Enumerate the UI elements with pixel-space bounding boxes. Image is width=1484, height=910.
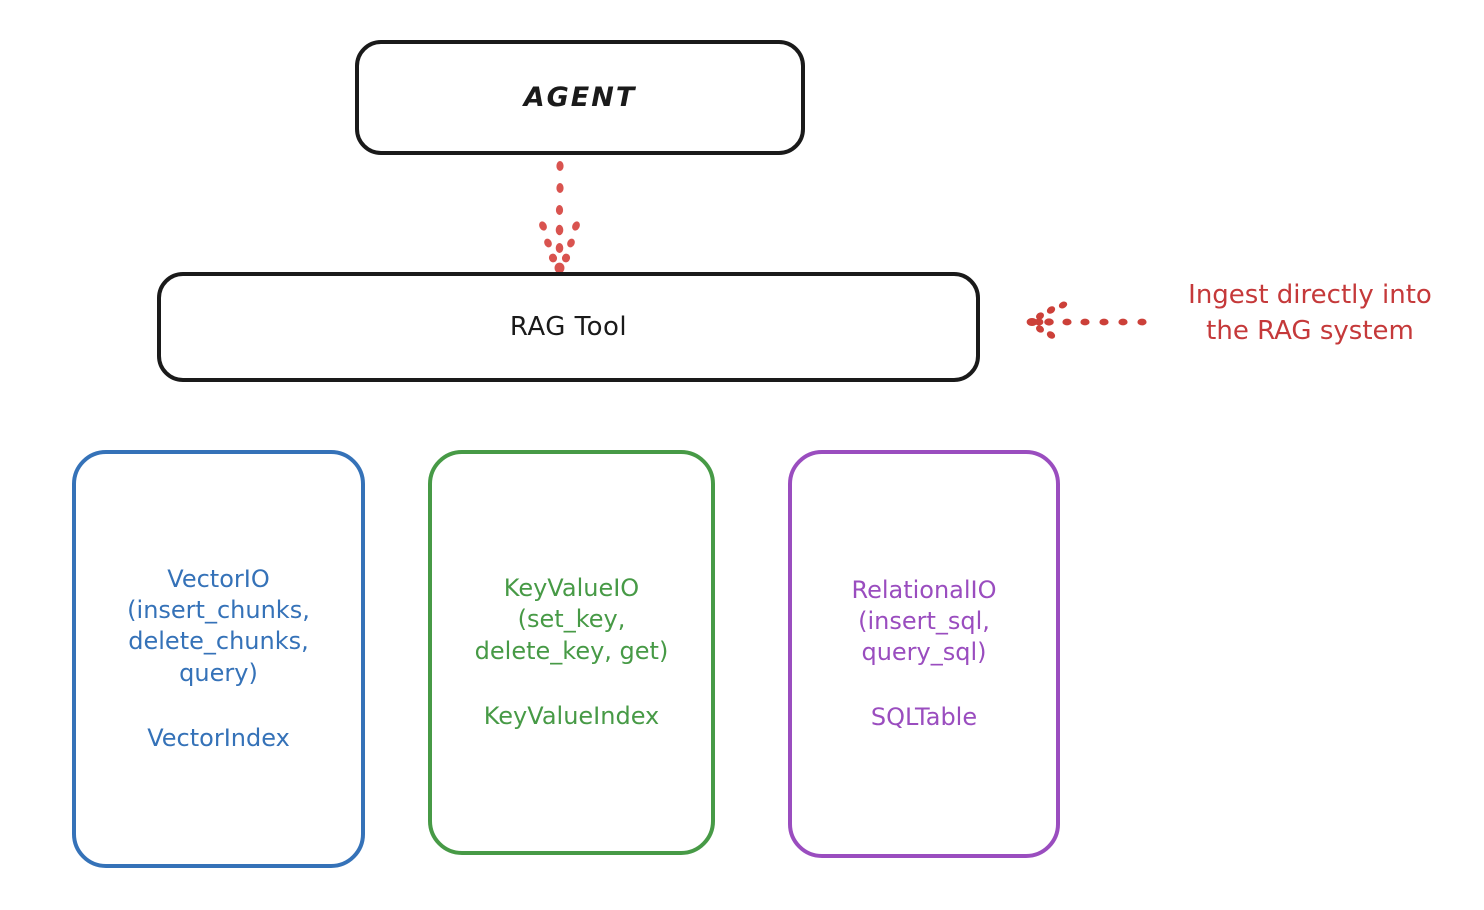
node-vector-io-label: VectorIO (insert_chunks, delete_chunks, … xyxy=(127,565,310,687)
node-rag-tool-label: RAG Tool xyxy=(509,312,628,342)
node-agent-label: AGENT xyxy=(523,82,637,113)
node-sql-table-label: SQLTable xyxy=(870,703,978,732)
node-agent[interactable]: AGENT xyxy=(355,40,805,155)
annotation-ingest-note: Ingest directly into the RAG system xyxy=(1188,280,1432,346)
dotted-arrow-left-icon xyxy=(1026,301,1147,339)
node-vector-io[interactable]: VectorIO (insert_chunks, delete_chunks, … xyxy=(72,450,365,868)
node-key-value-io-label: KeyValueIO (set_key, delete_key, get) xyxy=(474,574,669,665)
node-relational-io[interactable]: RelationalIO (insert_sql, query_sql) SQL… xyxy=(788,450,1060,858)
node-rag-tool[interactable]: RAG Tool xyxy=(157,272,980,382)
node-key-value-io[interactable]: KeyValueIO (set_key, delete_key, get) Ke… xyxy=(428,450,715,855)
node-vector-index-label: VectorIndex xyxy=(147,723,290,752)
node-relational-io-label: RelationalIO (insert_sql, query_sql) xyxy=(851,575,997,666)
node-key-value-index-label: KeyValueIndex xyxy=(483,701,660,730)
connector-agent-to-rag-tool xyxy=(510,152,610,280)
connector-ingest-arrow xyxy=(1018,296,1148,348)
dotted-arrow-down-icon xyxy=(539,161,580,274)
